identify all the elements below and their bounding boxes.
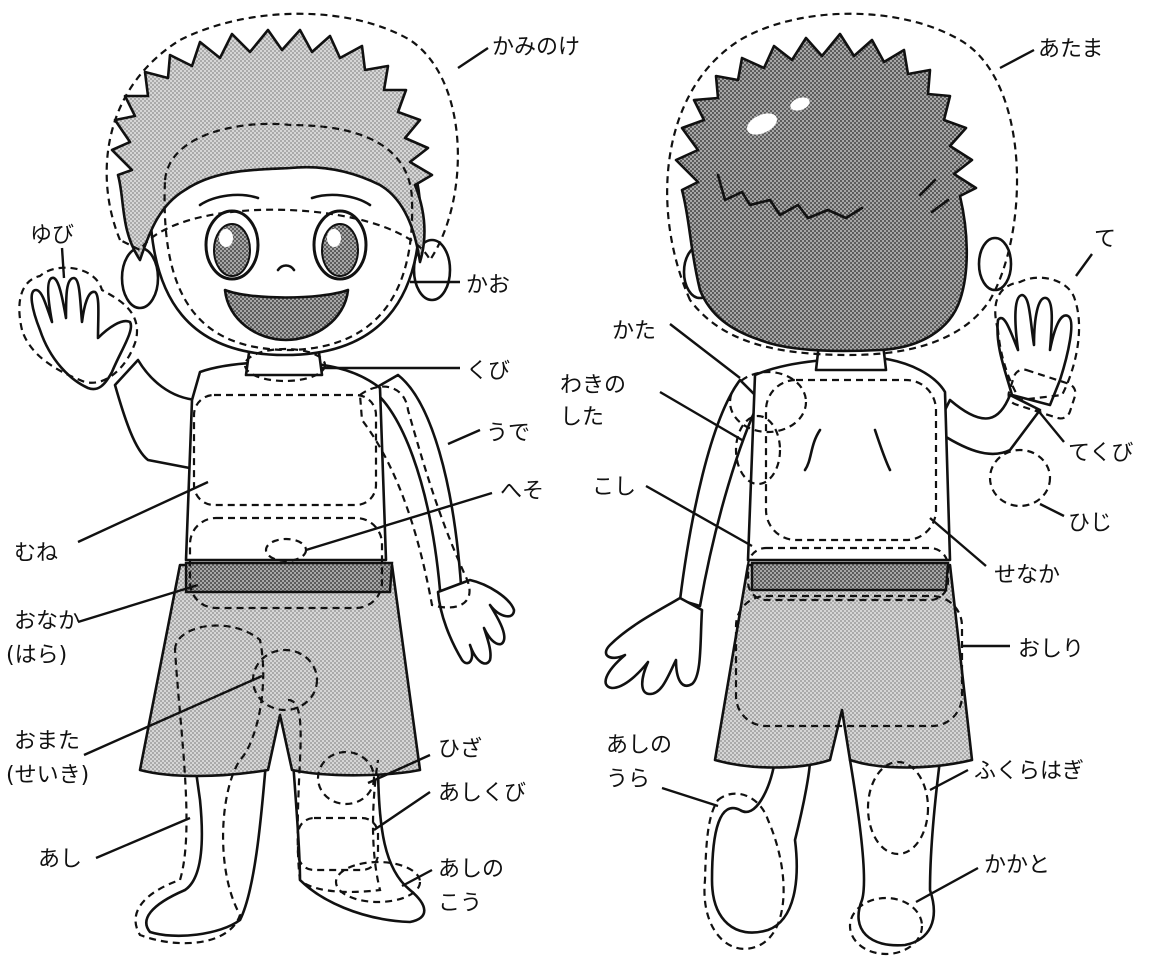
front-torso (184, 360, 388, 562)
back-left-leg (710, 758, 812, 934)
label-kaminoke: かみのけ (492, 35, 580, 60)
label-atama: あたま (1038, 37, 1103, 62)
label-kao: かお (466, 273, 510, 298)
back-right-hand (996, 293, 1073, 407)
front-eyes (198, 193, 372, 281)
back-torso (746, 356, 952, 562)
leader-lines (60, 47, 1093, 904)
front-figure (18, 12, 516, 945)
back-right-arm (933, 393, 1042, 456)
label-hiza: ひざ (438, 736, 482, 762)
label-mune: むね (14, 541, 58, 566)
label-omata-2: (せいき) (6, 763, 89, 788)
label-oshiri: おしり (1018, 637, 1084, 662)
label-onaka-2: (はら) (6, 643, 67, 668)
label-ashikubi: あしくび (438, 781, 526, 806)
front-hair (110, 28, 434, 264)
label-te: て (1094, 227, 1116, 252)
label-fukurahagi: ふくらはぎ (974, 759, 1084, 784)
front-raised-arm (113, 358, 202, 472)
front-mouth (223, 288, 350, 342)
label-ashinoura-2: うら (606, 767, 650, 792)
front-labels: かみのけ ゆび かお くび うで へそ むね おなか (はら) おまた (せいき… (6, 35, 580, 916)
back-shorts (713, 563, 974, 769)
back-dashed-regions (666, 12, 1081, 956)
back-left-hand (604, 596, 704, 696)
back-figure (604, 12, 1081, 956)
label-ashinokou-2: こう (438, 891, 482, 916)
front-shorts (138, 563, 422, 778)
label-kata: かた (612, 319, 656, 344)
label-wakinoshita-1: わきの (560, 373, 626, 398)
front-waistband (184, 561, 394, 594)
label-senaka: せなか (994, 563, 1060, 588)
label-tekubi: てくび (1068, 441, 1133, 466)
back-head-hair (674, 32, 978, 353)
back-waistband (750, 561, 950, 592)
front-dashed-regions (18, 12, 471, 945)
label-ude: うで (486, 421, 530, 446)
label-heso: へそ (500, 479, 544, 504)
label-hiji: ひじ (1068, 511, 1112, 536)
label-onaka-1: おなか (14, 609, 80, 634)
label-kubi: くび (466, 359, 510, 384)
label-wakinoshita-2: した (560, 405, 604, 430)
label-ashinoura-1: あしの (606, 733, 672, 758)
label-kakato: かかと (984, 853, 1050, 878)
front-left-hand (30, 276, 133, 391)
label-yubi: ゆび (30, 223, 74, 248)
front-right-hand (436, 578, 516, 665)
label-ashi: あし (38, 847, 82, 872)
label-koshi: こし (592, 475, 636, 500)
back-labels: あたま て かた わきの した てくび こし ひじ せなか おしり あしの うら… (560, 37, 1133, 878)
label-omata-1: おまた (14, 729, 80, 754)
label-ashinokou-1: あしの (438, 857, 504, 882)
